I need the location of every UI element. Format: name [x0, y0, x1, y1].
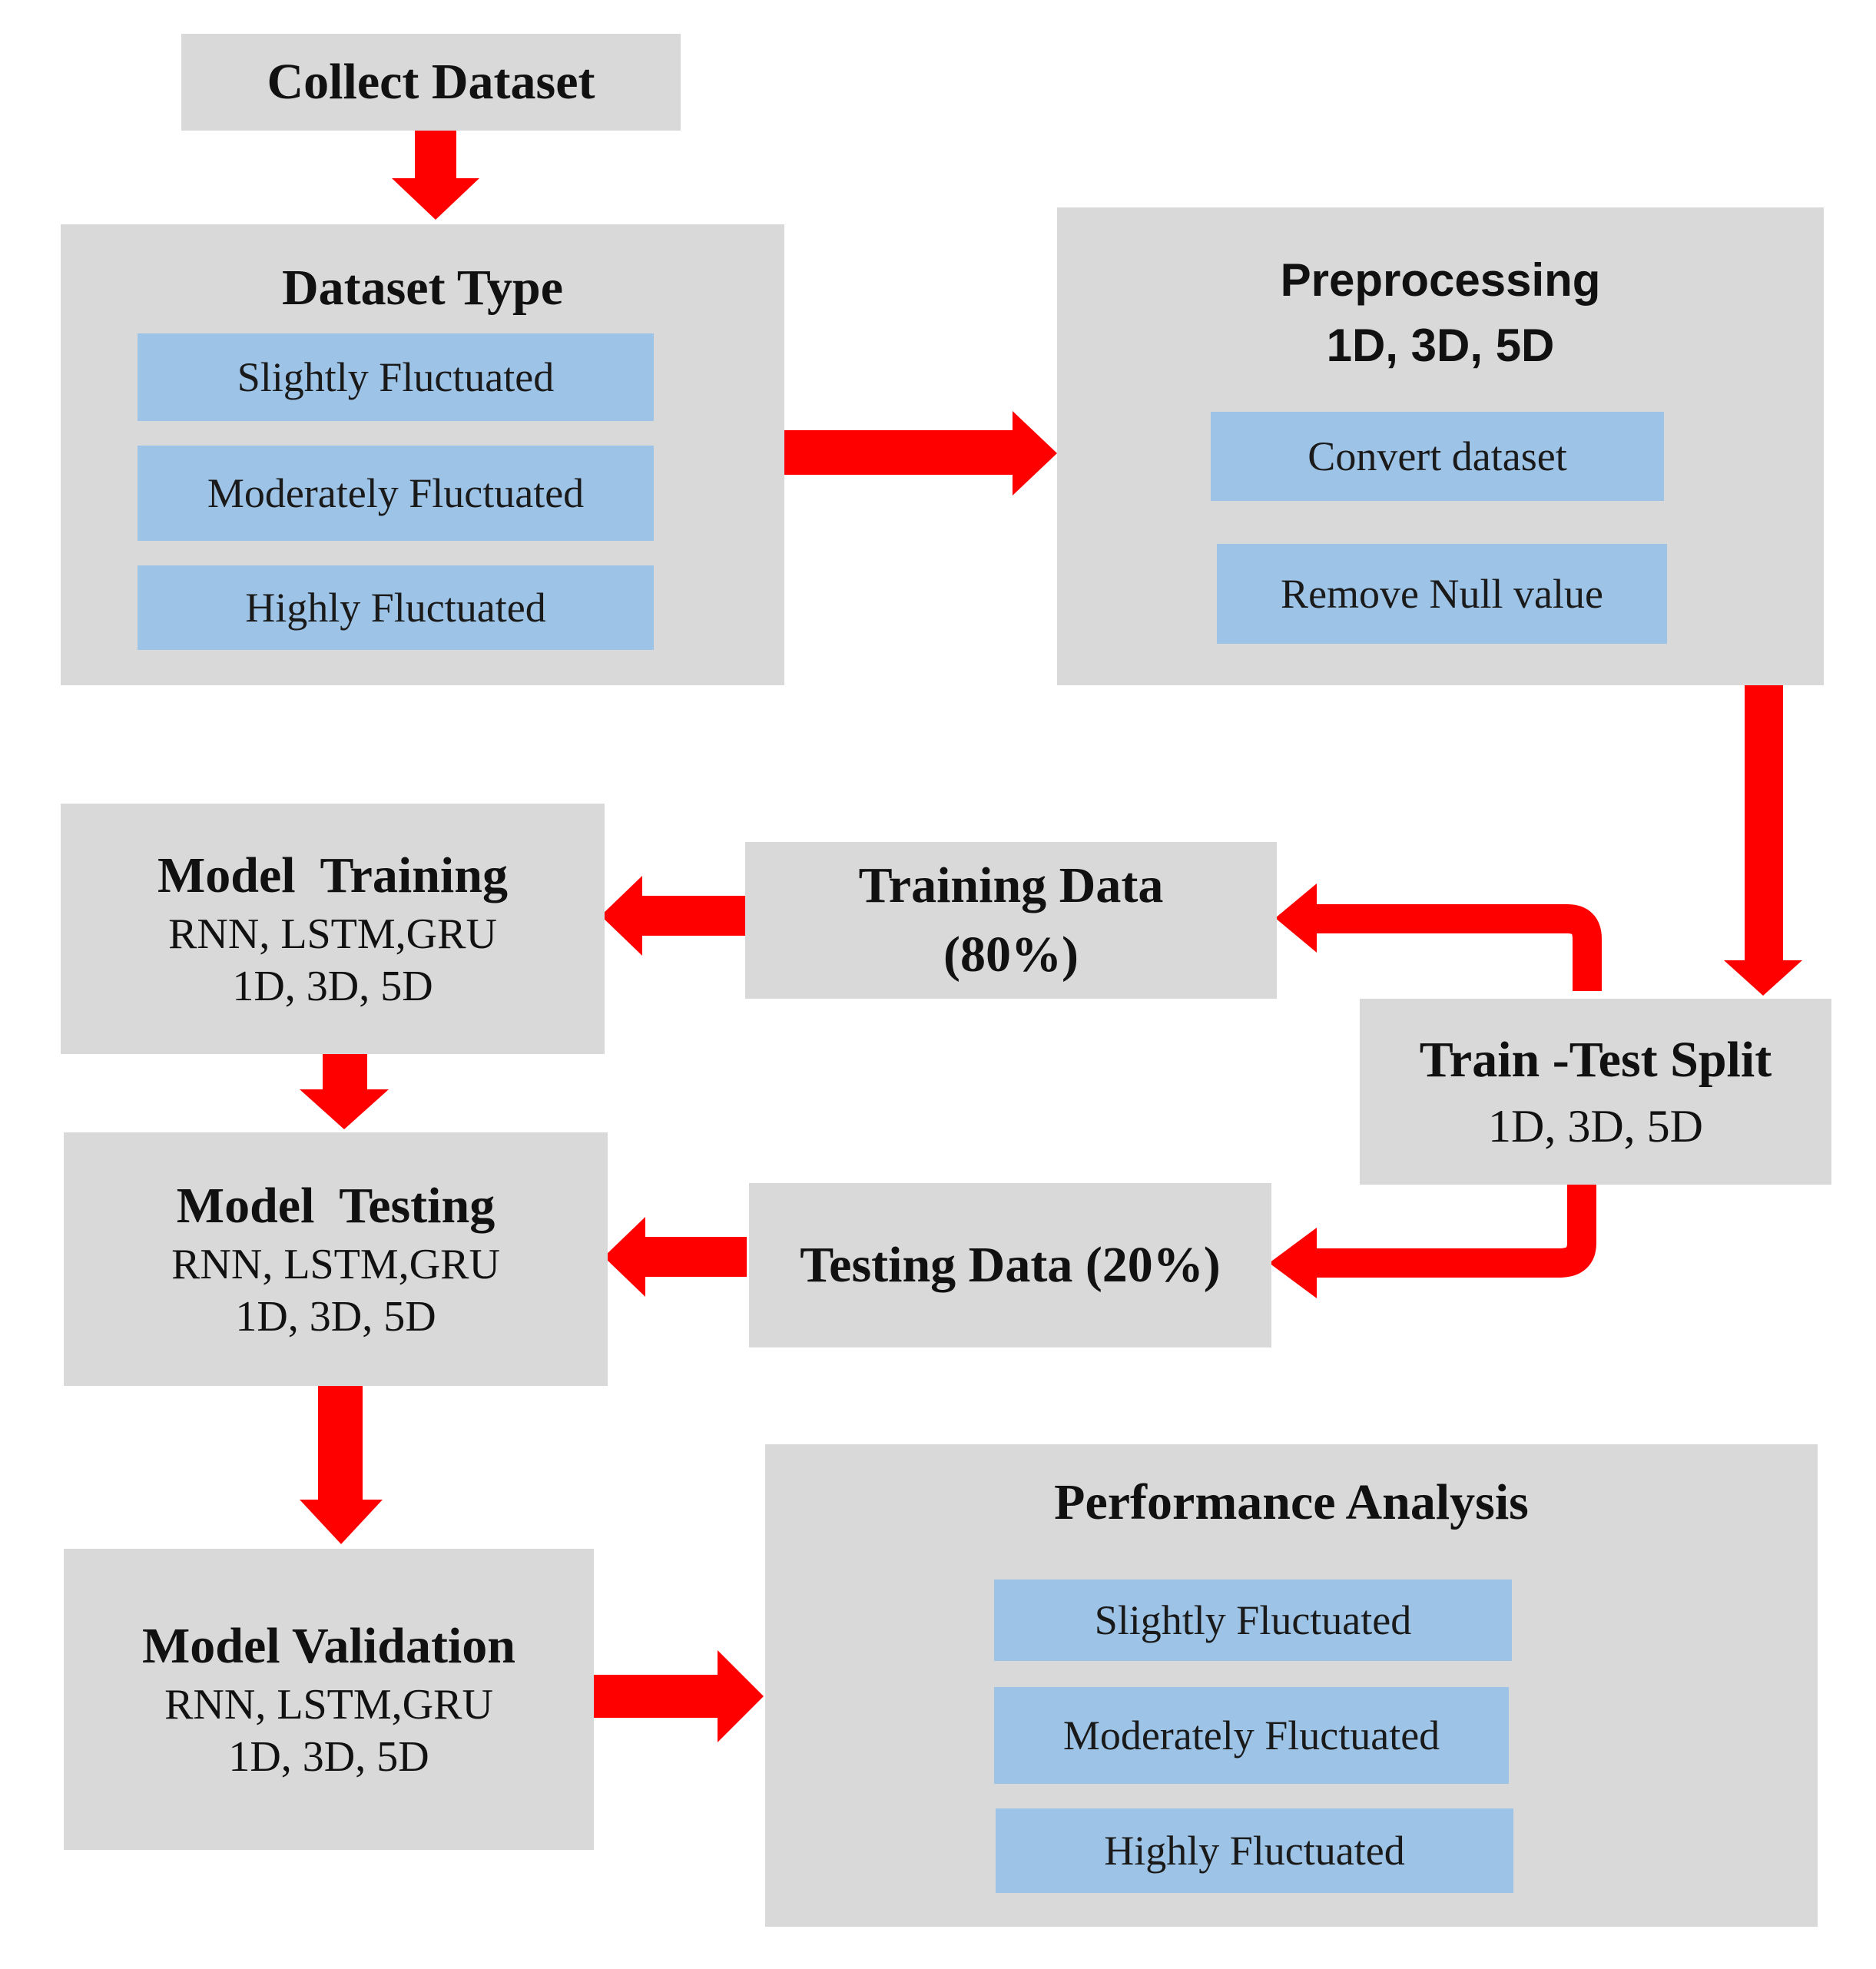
node-training-data: Training Data (80%)	[745, 842, 1277, 999]
node-dataset-type: Dataset Type Slightly Fluctuated Moderat…	[61, 224, 784, 685]
dataset-type-item-highly: Highly Fluctuated	[138, 565, 654, 650]
node-title: Model Training	[157, 847, 508, 904]
arrow-dataset-type-to-preprocessing	[782, 411, 1057, 496]
node-title: Collect Dataset	[267, 54, 595, 110]
performance-item-highly: Highly Fluctuated	[996, 1808, 1513, 1893]
node-title: Preprocessing	[1280, 254, 1601, 306]
node-text-line-1: RNN, LSTM,GRU	[168, 910, 497, 958]
preprocessing-item-remove-null: Remove Null value	[1217, 544, 1667, 644]
arrow-split-to-training-data	[1275, 883, 1602, 991]
dataset-type-item-slightly: Slightly Fluctuated	[138, 333, 654, 421]
dataset-type-item-moderately: Moderately Fluctuated	[138, 446, 654, 541]
node-train-test-split: Train -Test Split 1D, 3D, 5D	[1360, 999, 1831, 1185]
node-model-testing: Model Testing RNN, LSTM,GRU 1D, 3D, 5D	[64, 1132, 608, 1386]
node-title: Training Data	[858, 857, 1164, 913]
arrow-collect-to-dataset-type	[392, 127, 479, 220]
node-text-line-2: 1D, 3D, 5D	[235, 1293, 436, 1341]
node-title: Performance Analysis	[1054, 1474, 1529, 1530]
node-text-line-2: 1D, 3D, 5D	[228, 1733, 429, 1782]
node-text-line: (80%)	[943, 926, 1079, 983]
arrow-preprocessing-to-split	[1724, 682, 1802, 996]
performance-item-slightly: Slightly Fluctuated	[994, 1580, 1512, 1661]
node-preprocessing: Preprocessing 1D, 3D, 5D Convert dataset…	[1057, 207, 1824, 685]
arrow-training-data-to-model-training	[601, 876, 745, 956]
arrow-split-to-testing-data	[1269, 1175, 1596, 1298]
node-collect-dataset: Collect Dataset	[181, 34, 681, 131]
node-text-line-1: RNN, LSTM,GRU	[164, 1680, 493, 1729]
node-text-line-1: RNN, LSTM,GRU	[171, 1240, 500, 1288]
node-model-training: Model Training RNN, LSTM,GRU 1D, 3D, 5D	[61, 804, 605, 1054]
node-text-line: 1D, 3D, 5D	[1488, 1100, 1703, 1152]
node-performance-analysis: Performance Analysis Slightly Fluctuated…	[765, 1444, 1818, 1927]
performance-item-moderately: Moderately Fluctuated	[994, 1687, 1509, 1784]
node-subtitle: 1D, 3D, 5D	[1326, 320, 1555, 371]
arrow-model-testing-to-model-validation	[300, 1383, 383, 1544]
arrow-testing-data-to-model-testing	[604, 1217, 747, 1297]
node-text-line-2: 1D, 3D, 5D	[232, 963, 433, 1011]
node-testing-data: Testing Data (20%)	[749, 1183, 1271, 1347]
arrow-model-validation-to-performance	[593, 1650, 764, 1742]
preprocessing-item-convert: Convert dataset	[1211, 412, 1664, 501]
node-title: Train -Test Split	[1419, 1032, 1772, 1089]
node-title: Model Testing	[176, 1178, 496, 1235]
node-title: Testing Data (20%)	[800, 1236, 1221, 1293]
arrow-model-training-to-model-testing	[300, 1049, 389, 1129]
node-title: Dataset Type	[281, 260, 564, 316]
node-model-validation: Model Validation RNN, LSTM,GRU 1D, 3D, 5…	[64, 1549, 594, 1850]
node-title: Model Validation	[142, 1618, 515, 1675]
